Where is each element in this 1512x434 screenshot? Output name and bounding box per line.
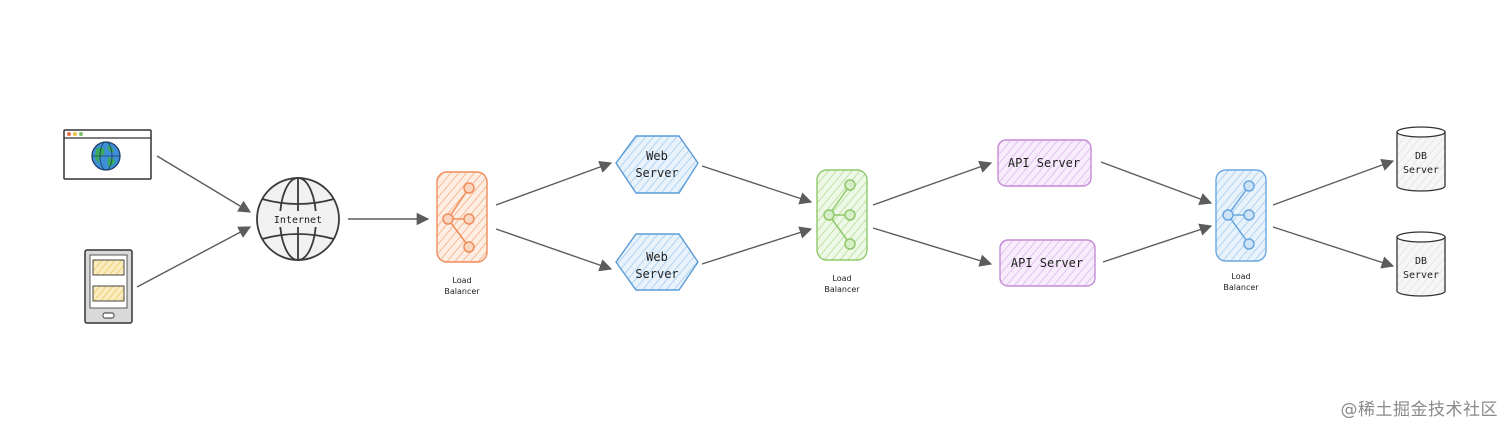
arrow-lb1-web1 <box>495 160 613 206</box>
web-server-1-line1: Web <box>646 149 668 163</box>
web-server-1-line2: Server <box>635 166 678 180</box>
database-cylinder-icon <box>1396 126 1446 192</box>
load-balancer-icon <box>1215 169 1267 262</box>
db-server-1: DB Server <box>1396 126 1446 192</box>
hexagon-icon <box>615 135 699 194</box>
hexagon-icon <box>615 233 699 291</box>
arrow-api2-lb3 <box>1102 223 1213 263</box>
load-balancer-3-label-line1: Load <box>1231 272 1250 281</box>
arrow-lb3-db2 <box>1272 226 1395 269</box>
mobile-phone-icon <box>84 249 133 324</box>
browser-window-icon <box>63 129 152 180</box>
arrow-lb3-db1 <box>1272 158 1395 206</box>
arrow-browser-internet <box>156 155 252 213</box>
arrow-api1-lb3 <box>1100 161 1213 205</box>
arrow-web1-lb2 <box>701 165 813 205</box>
load-balancer-icon <box>436 171 488 263</box>
load-balancer-icon <box>816 169 868 261</box>
internet-node: Internet <box>256 177 340 261</box>
api-server-1: API Server <box>997 139 1092 187</box>
arrow-mobile-internet <box>136 226 252 288</box>
web-server-2-line2: Server <box>635 267 678 281</box>
load-balancer-3-label-line2: Balancer <box>1223 283 1259 292</box>
arrow-lb1-web2 <box>495 228 613 272</box>
load-balancer-3: Load Balancer <box>1215 169 1267 292</box>
api-server-2-label: API Server <box>1011 256 1083 270</box>
db-server-2-line2: Server <box>1403 270 1439 281</box>
web-server-1: Web Server <box>615 135 699 194</box>
web-server-2: Web Server <box>615 233 699 291</box>
arrow-lb2-api1 <box>872 160 993 206</box>
watermark: @稀土掘金技术社区 <box>1340 400 1498 420</box>
arrow-lb2-api2 <box>872 227 993 267</box>
db-server-2: DB Server <box>1396 231 1446 297</box>
database-cylinder-icon <box>1396 231 1446 297</box>
db-server-1-line2: Server <box>1403 165 1439 176</box>
load-balancer-1: Load Balancer <box>436 171 488 296</box>
load-balancer-label-line1: Load <box>452 276 471 285</box>
globe-icon <box>91 141 121 171</box>
load-balancer-2-label-line2: Balancer <box>824 285 860 294</box>
db-server-1-line1: DB <box>1415 151 1427 162</box>
load-balancer-2-label-line1: Load <box>832 274 851 283</box>
arrows <box>136 155 1395 288</box>
arrow-web2-lb2 <box>701 226 813 265</box>
db-server-2-line1: DB <box>1415 256 1427 267</box>
load-balancer-2: Load Balancer <box>816 169 868 294</box>
api-server-2: API Server <box>999 239 1096 287</box>
web-server-2-line1: Web <box>646 250 668 264</box>
api-server-1-label: API Server <box>1008 156 1080 170</box>
load-balancer-label-line2: Balancer <box>444 287 480 296</box>
internet-label: Internet <box>274 215 322 226</box>
